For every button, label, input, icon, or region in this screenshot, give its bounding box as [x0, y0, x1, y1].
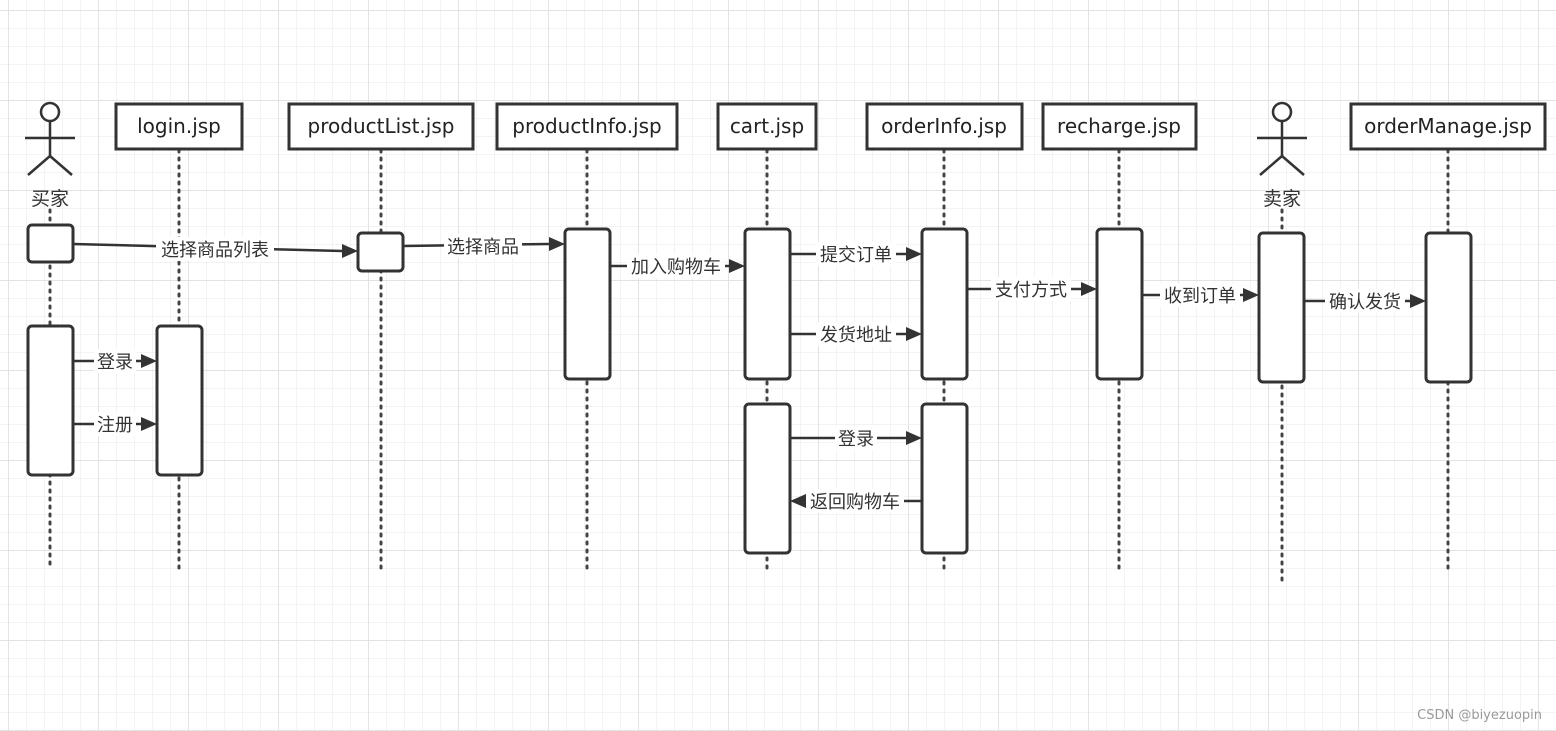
message-label: 发货地址 [820, 325, 892, 346]
participant-label: orderManage.jsp [1364, 114, 1532, 138]
message-shipping-address: 发货地址 [790, 322, 922, 346]
participant-productInfo: productInfo.jsp [495, 102, 679, 151]
activation-bar [1424, 231, 1473, 384]
activation-bar [155, 324, 204, 477]
arrowhead-icon [729, 259, 745, 273]
message-login: 登录 [73, 349, 157, 373]
message-return-to-cart: 返回购物车 [790, 489, 922, 513]
participant-cart: cart.jsp [716, 102, 818, 151]
arrowhead-icon [1243, 288, 1259, 302]
arrowhead-icon [1081, 282, 1097, 296]
participant-label: productInfo.jsp [512, 114, 661, 138]
arrowhead-icon [1410, 294, 1426, 308]
actor-label: 卖家 [1263, 188, 1301, 210]
activation-bar [1257, 231, 1306, 384]
arrowhead-icon [790, 494, 806, 508]
activation-bar [743, 227, 792, 381]
actor-head-icon [1271, 101, 1293, 123]
message-label: 加入购物车 [631, 257, 721, 278]
arrowhead-icon [906, 247, 922, 261]
message-label: 提交订单 [820, 245, 892, 266]
message-payment-method: 支付方式 [967, 277, 1097, 301]
message-confirm-shipment: 确认发货 [1304, 289, 1426, 313]
arrowhead-icon [906, 431, 922, 445]
watermark: CSDN @biyezuopin [1417, 708, 1542, 723]
message-label: 确认发货 [1329, 292, 1401, 313]
activation-bar [356, 231, 405, 273]
arrowhead-icon [549, 237, 565, 251]
activation-bar [26, 223, 75, 264]
participant-productList: productList.jsp [287, 102, 475, 151]
participant-label: cart.jsp [730, 114, 804, 138]
message-label: 登录 [97, 352, 133, 373]
arrowhead-icon [342, 244, 358, 258]
message-select-product: 选择商品 [402, 234, 565, 258]
actor-head-icon [39, 101, 61, 123]
message-label: 选择商品 [447, 237, 519, 258]
activation-bar [920, 402, 969, 555]
message-register: 注册 [73, 412, 157, 436]
actor-seller: 卖家 [1257, 101, 1307, 210]
activation-bar [1095, 227, 1144, 381]
participant-label: orderInfo.jsp [881, 114, 1007, 138]
message-label: 支付方式 [995, 280, 1067, 301]
actor-label: 买家 [31, 188, 69, 210]
participant-recharge: recharge.jsp [1041, 102, 1198, 151]
activation-bar [743, 402, 792, 555]
participant-orderManage: orderManage.jsp [1349, 102, 1547, 151]
message-select-product-list: 选择商品列表 [72, 237, 358, 261]
arrowhead-icon [141, 354, 157, 368]
participant-label: recharge.jsp [1057, 114, 1181, 138]
activation-bar [920, 227, 969, 381]
message-cart-login: 登录 [790, 426, 922, 450]
message-submit-order: 提交订单 [790, 242, 922, 266]
message-label: 选择商品列表 [161, 240, 269, 261]
participant-label: login.jsp [137, 114, 221, 138]
actor-buyer: 买家 [25, 101, 75, 210]
message-label: 注册 [97, 415, 133, 436]
arrowhead-icon [906, 327, 922, 341]
message-order-received: 收到订单 [1142, 283, 1259, 307]
message-label: 收到订单 [1164, 286, 1236, 307]
activation-bar [26, 324, 75, 477]
message-label: 登录 [838, 429, 874, 450]
participant-label: productList.jsp [308, 114, 455, 138]
message-add-to-cart: 加入购物车 [610, 254, 745, 278]
arrowhead-icon [141, 417, 157, 431]
participant-orderInfo: orderInfo.jsp [865, 102, 1024, 151]
message-label: 返回购物车 [810, 492, 900, 513]
activation-bar [563, 227, 612, 381]
activation-bars [26, 223, 1473, 555]
participant-login: login.jsp [114, 102, 244, 151]
